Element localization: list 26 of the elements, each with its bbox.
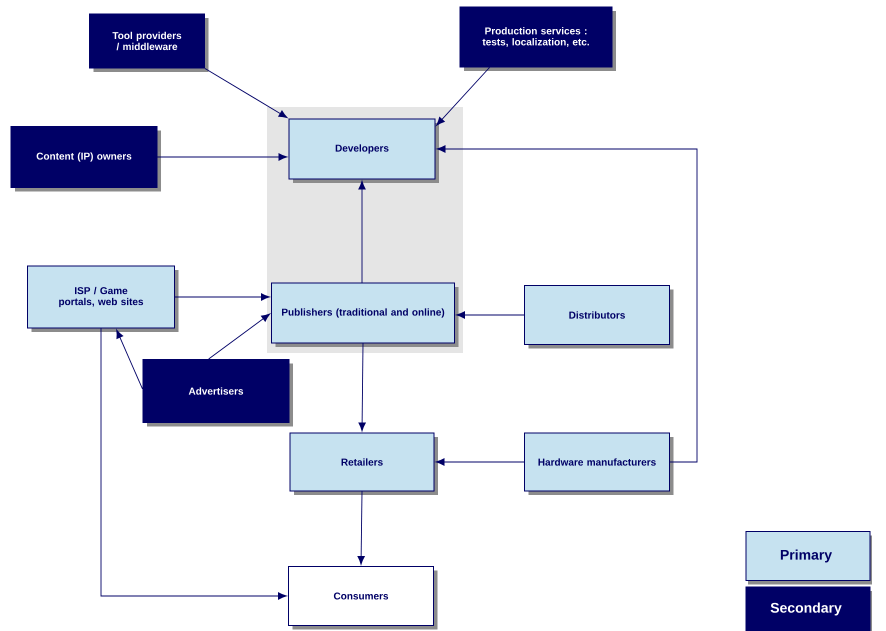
legend-label: Secondary bbox=[770, 602, 842, 616]
primary-box: ISP / Game portals, web sites bbox=[27, 266, 178, 332]
arrow bbox=[436, 67, 490, 126]
arrow bbox=[208, 314, 270, 360]
legend-label: Primary bbox=[780, 549, 832, 563]
arrow bbox=[100, 328, 287, 600]
primary-box: Hardware manufacturers bbox=[524, 432, 674, 495]
arrow bbox=[358, 343, 366, 432]
primary-box: Developers bbox=[288, 118, 439, 183]
arrow bbox=[157, 153, 288, 161]
primary-box: Retailers bbox=[290, 432, 438, 495]
secondary-box: Tool providers / middleware bbox=[89, 14, 208, 72]
arrow bbox=[436, 458, 524, 466]
arrow bbox=[358, 491, 365, 565]
arrow bbox=[358, 180, 366, 283]
arrow bbox=[116, 330, 143, 390]
secondary-box: Production services : tests, localization, etc. bbox=[460, 6, 616, 71]
arrow bbox=[174, 293, 270, 301]
secondary-box: Advertisers bbox=[142, 359, 293, 426]
secondary-box: Content (IP) owners bbox=[10, 126, 161, 192]
arrow bbox=[436, 145, 698, 462]
outcome-box: Consumers bbox=[288, 566, 438, 630]
arrow bbox=[456, 311, 524, 319]
arrow bbox=[204, 68, 288, 118]
primary-box: Distributors bbox=[524, 285, 674, 348]
primary-box: Publishers (traditional and online) bbox=[271, 282, 458, 347]
